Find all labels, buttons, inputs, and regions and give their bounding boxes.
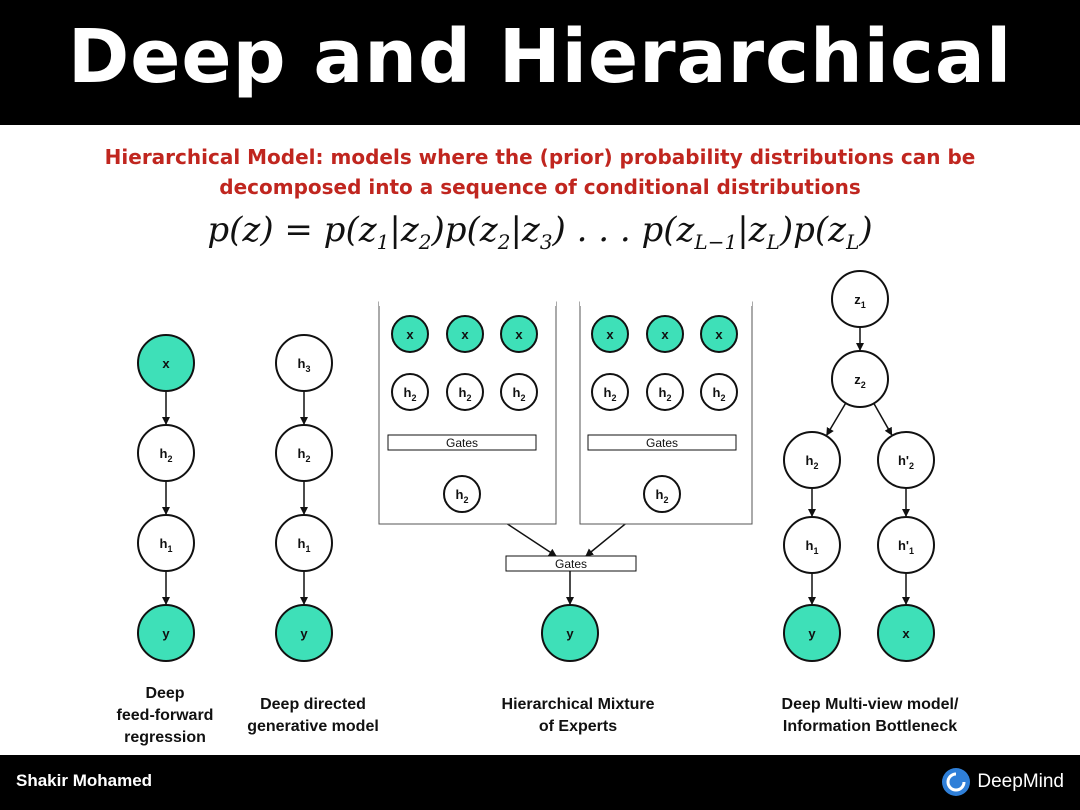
gates-box: Gates [387,434,537,451]
node-x: x [700,315,738,353]
node-h2: h2 [500,373,538,411]
node-h2: h2 [275,424,333,482]
node-label: x [661,327,669,342]
node-h2: h2 [137,424,195,482]
node-label: z2 [854,372,866,390]
gates-box: Gates [505,555,637,572]
node-h2: h2 [700,373,738,411]
node-x: x [446,315,484,353]
caption-line: generative model [247,718,379,735]
formula-text: p(z) = p(z1|z2)p(z2|z3) . . . p(zL−1|zL)… [207,210,873,254]
node-label: h3 [298,356,311,374]
node-z1: z1 [831,270,889,328]
node-label: x [606,327,614,342]
node-label: h2 [404,385,417,403]
gates-label: Gates [646,436,678,450]
node-h1p: h'1 [877,516,935,574]
node-x: x [877,604,935,662]
node-label: x [715,327,723,342]
node-label: h'1 [898,538,914,556]
slide-title: Deep and Hierarchical [67,14,1013,100]
node-h2: h2 [443,475,481,513]
node-h1: h1 [275,514,333,572]
node-h2: h2 [646,373,684,411]
node-label: h2 [656,487,669,505]
node-h2: h2 [591,373,629,411]
gates-label: Gates [555,557,587,571]
node-label: h2 [459,385,472,403]
node-y: y [541,604,599,662]
node-h2: h2 [446,373,484,411]
node-y: y [137,604,195,662]
node-label: h1 [160,536,173,554]
node-label: x [902,626,910,641]
caption-hme: Hierarchical Mixture of Experts [468,694,688,738]
node-label: x [406,327,414,342]
definition-text: Hierarchical Model: models where the (pr… [60,142,1020,202]
node-x: x [591,315,629,353]
node-y: y [783,604,841,662]
node-label: h2 [513,385,526,403]
node-label: h2 [713,385,726,403]
diagram-nodes: x h2 h1 y h3 h2 h1 y x h2 x h2 x h2 h2 x h2 x h2 x h2 h2 y z1 z2… [137,270,935,662]
caption-multiview: Deep Multi-view model/ Information Bottl… [745,694,995,738]
node-h1: h1 [137,514,195,572]
brand: DeepMind [941,767,1064,797]
node-label: h2 [160,446,173,464]
author-name: Shakir Mohamed [16,771,153,790]
node-h1: h1 [783,516,841,574]
caption-line: Information Bottleneck [782,718,958,735]
caption-generative: Deep directed generative model [233,694,393,738]
node-h3: h3 [275,334,333,392]
caption-line: regression [124,729,206,746]
node-label: h2 [298,446,311,464]
node-label: h2 [456,487,469,505]
node-label: h'2 [898,453,914,471]
node-x: x [500,315,538,353]
node-label: h2 [806,453,819,471]
node-y: y [275,604,333,662]
edge [826,402,847,436]
edge [873,402,893,436]
node-h2p: h'2 [877,431,935,489]
caption-feed-forward: Deep feed-forward regression [95,683,235,749]
caption-line: Hierarchical Mixture [501,696,655,713]
node-h2: h2 [783,431,841,489]
node-label: z1 [854,292,866,310]
node-label: y [162,626,170,641]
node-label: y [808,626,816,641]
node-label: x [461,327,469,342]
node-label: y [566,626,574,641]
gates-box: Gates [587,434,737,451]
node-z2: z2 [831,350,889,408]
caption-line: feed-forward [116,707,214,724]
node-x: x [391,315,429,353]
node-x: x [137,334,195,392]
footer-bar: Shakir Mohamed DeepMind [0,755,1080,810]
gates-label: Gates [446,436,478,450]
node-h2: h2 [391,373,429,411]
definition-line-1: Hierarchical Model: models where the (pr… [104,145,976,169]
node-label: x [162,356,170,371]
node-x: x [646,315,684,353]
caption-line: of Experts [538,718,618,735]
definition-line-2: decomposed into a sequence of conditiona… [219,175,861,199]
brand-name: DeepMind [977,771,1064,792]
caption-line: Deep directed [260,696,366,713]
deepmind-logo-icon [942,768,971,796]
caption-line: Deep [145,685,185,702]
node-label: h2 [604,385,617,403]
node-label: h1 [806,538,819,556]
node-label: h1 [298,536,311,554]
caption-line: Deep Multi-view model/ [781,696,959,713]
node-label: h2 [659,385,672,403]
node-label: y [300,626,308,641]
title-bar: Deep and Hierarchical [0,0,1080,125]
factorization-formula: p(z) = p(z1|z2)p(z2|z3) . . . p(zL−1|zL)… [0,210,1080,254]
node-label: x [515,327,523,342]
node-h2: h2 [643,475,681,513]
